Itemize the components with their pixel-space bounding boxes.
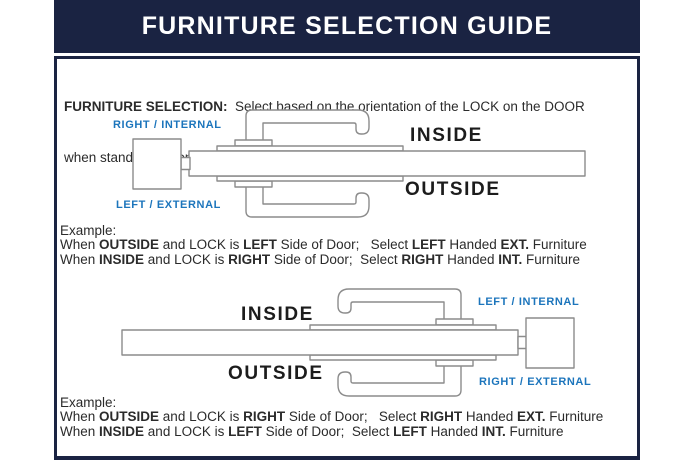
intro-body: Select based on the orientation of the L… [227,99,585,114]
backplate-outside [309,354,497,361]
lock-position-label-right-internal: RIGHT / INTERNAL [113,119,222,131]
door-panel [188,150,586,177]
diagram-2-lock-right [121,288,575,397]
inside-label: INSIDE [241,304,314,325]
intro-text: FURNITURE SELECTION: Select based on the… [64,64,634,200]
example-block-1: Example: When OUTSIDE and LOCK is LEFT S… [60,223,638,267]
lock-position-label-left-external: LEFT / EXTERNAL [116,199,221,211]
lock-position-label-left-internal: LEFT / INTERNAL [478,296,580,308]
outside-label: OUTSIDE [228,363,324,384]
example-heading: Example: [60,395,117,410]
lever-handle-inside-icon [337,288,462,325]
backplate-inside [216,145,404,152]
intro-heading: FURNITURE SELECTION: [64,99,228,114]
example-block-2: Example: When OUTSIDE and LOCK is RIGHT … [60,395,638,439]
door-panel [121,329,519,356]
inside-label: INSIDE [410,125,483,146]
example-rule-line: When INSIDE and LOCK is RIGHT Side of Do… [60,251,581,267]
lock-spindle [180,156,191,171]
intro-line-1: FURNITURE SELECTION: Select based on the… [64,98,634,115]
example-rule-line: When OUTSIDE and LOCK is LEFT Side of Do… [60,237,587,253]
example-rule-line: When INSIDE and LOCK is LEFT Side of Doo… [60,423,564,439]
handle-rose-inside [234,139,273,147]
guide-header-bar: FURNITURE SELECTION GUIDE [54,0,640,53]
backplate-outside [216,175,404,182]
diagram-1-lock-left [132,109,586,218]
lever-handle-outside-icon [245,184,370,218]
lever-handle-outside-icon [337,361,462,397]
lock-position-label-right-external: RIGHT / EXTERNAL [479,376,592,388]
lever-handle-inside-icon [245,109,370,146]
lock-body [132,138,182,190]
example-rule-line: When OUTSIDE and LOCK is RIGHT Side of D… [60,409,604,425]
handle-rose-inside [435,318,474,326]
example-heading: Example: [60,223,117,238]
outside-label: OUTSIDE [405,179,501,200]
backplate-inside [309,324,497,331]
handle-rose-outside [234,180,273,188]
lock-body [525,317,575,369]
handle-rose-outside [435,359,474,367]
page-title: FURNITURE SELECTION GUIDE [141,12,553,40]
